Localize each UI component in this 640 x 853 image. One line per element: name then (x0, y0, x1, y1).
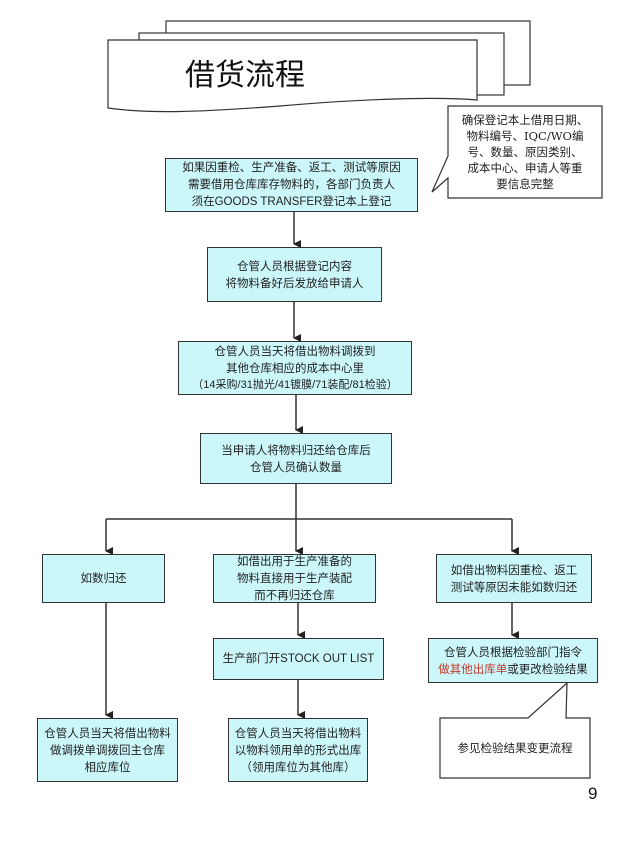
highlight-text: 做其他出库单 (438, 661, 508, 676)
branch-middle-condition-box: 如借出用于生产准备的 物料直接用于生产装配 而不再归还仓库 (213, 554, 376, 603)
step-text: （14采购/31抛光/41镀膜/71装配/81检验） (192, 378, 398, 391)
step-text: 须在GOODS TRANSFER登记本上登记 (191, 194, 392, 208)
branch-middle-result-box: 仓管人员当天将借出物料 以物料领用单的形式出库 （领用库位为其他库） (228, 718, 368, 782)
step-text: 测试等原因未能如数归还 (450, 579, 578, 594)
callout-bottom-text: 参见检验结果变更流程 (457, 741, 573, 755)
step4-return-box: 当申请人将物料归还给仓库后 仓管人员确认数量 (200, 433, 392, 484)
step-text: 仓管人员根据检验部门指令 (444, 644, 582, 659)
branch-right-condition-box: 如借出物料因重检、返工 测试等原因未能如数归还 (436, 554, 592, 603)
step2-issue-box: 仓管人员根据登记内容 将物料备好后发放给申请人 (207, 247, 382, 302)
step-text: 仓管人员当天将借出物料 (234, 725, 362, 740)
step-text: 相应库位 (84, 759, 131, 774)
step-text: 物料直接用于生产装配 (237, 571, 352, 585)
step-text: 仓管人员根据登记内容 (237, 258, 352, 273)
step-text: 而不再归还仓库 (254, 588, 335, 602)
step-text: 以物料领用单的形式出库 (234, 742, 362, 757)
step-text: 仓管人员确认数量 (250, 459, 342, 474)
step-text: 生产部门开STOCK OUT LIST (222, 651, 375, 665)
step1-register-box: 如果因重检、生产准备、返工、测试等原因 需要借用仓库库存物料的，各部门负责人 须… (165, 158, 418, 212)
callout-top-shape (431, 105, 603, 199)
step-text: 仓管人员当天将借出物料调拨到 (214, 343, 376, 358)
callout-top-line: 物料编号、IQC/WO编 (466, 129, 584, 143)
step-text: 如数归还 (80, 571, 127, 585)
callout-top-line: 要信息完整 (496, 177, 554, 191)
branch-left-result-box: 仓管人员当天将借出物料 做调拨单调拨回主仓库 相应库位 (37, 718, 178, 782)
banner-sheet-front (107, 39, 478, 113)
callout-top-line: 确保登记本上借用日期、 (461, 113, 589, 127)
branch-left-condition-box: 如数归还 (42, 554, 165, 603)
page-number: 9 (588, 784, 598, 803)
branch-middle-action-box: 生产部门开STOCK OUT LIST (213, 638, 384, 680)
callout-top-line: 成本中心、申请人等重 (467, 161, 583, 175)
callout-top: 确保登记本上借用日期、 物料编号、IQC/WO编 号、数量、原因类别、 成本中心… (448, 106, 602, 198)
step-text: 当申请人将物料归还给仓库后 (221, 442, 371, 457)
step-text: 做其他出库单或更改检验结果 (438, 661, 588, 676)
step-text: 如果因重检、生产准备、返工、测试等原因 (182, 160, 401, 174)
step-text: 如借出物料因重检、返工 (450, 562, 578, 577)
step-text: 将物料备好后发放给申请人 (225, 275, 364, 290)
title-banner (107, 20, 531, 113)
step-text: （领用库位为其他库） (240, 759, 356, 774)
callout-top-line: 号、数量、原因类别、 (467, 145, 583, 159)
step-text: 其他仓库相应的成本中心里 (226, 360, 364, 375)
step-text: 做调拨单调拨回主仓库 (50, 742, 165, 757)
step-text: 需要借用仓库库存物料的，各部门负责人 (188, 177, 395, 191)
callout-bottom-shape (439, 681, 591, 779)
step-text: 仓管人员当天将借出物料 (44, 725, 171, 740)
page-title: 借货流程 (185, 58, 305, 93)
step-text: 如借出用于生产准备的 (237, 554, 352, 568)
step3-transfer-box: 仓管人员当天将借出物料调拨到 其他仓库相应的成本中心里 （14采购/31抛光/4… (178, 341, 412, 395)
branch-right-action-box: 仓管人员根据检验部门指令 做其他出库单或更改检验结果 (428, 638, 598, 683)
callout-bottom: 参见检验结果变更流程 (440, 718, 590, 778)
